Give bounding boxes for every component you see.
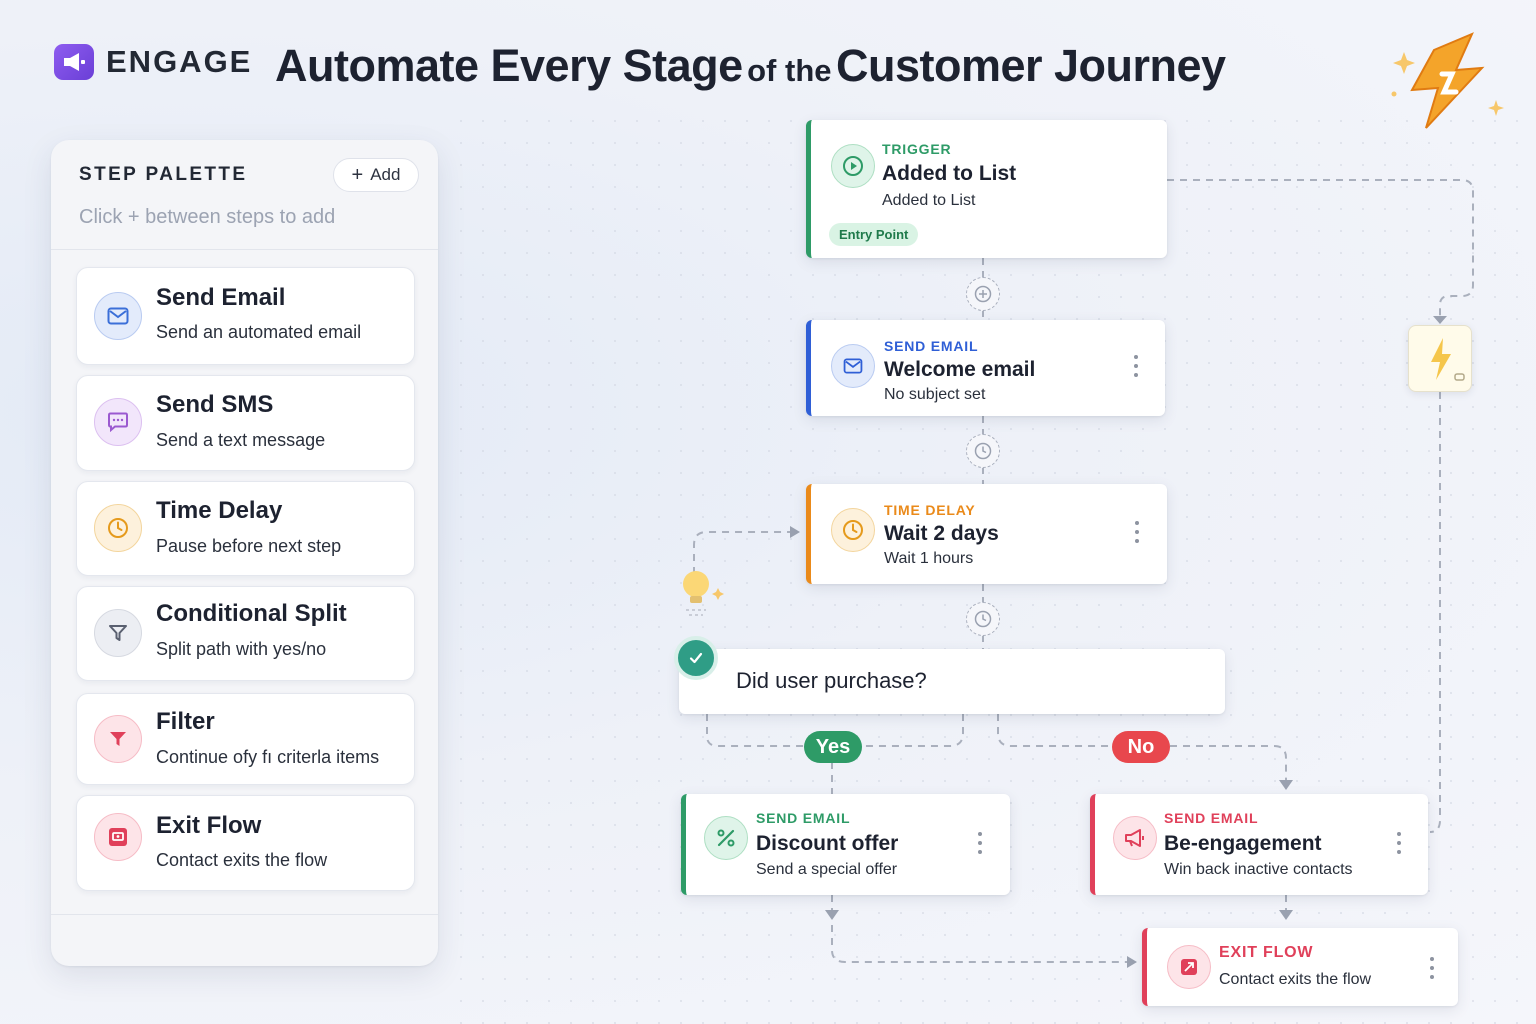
send-email-node-reengagement[interactable]: SEND EMAIL Be-engagement Win back inacti… (1090, 794, 1428, 895)
node-subtitle: Contact exits the flow (1219, 971, 1372, 988)
node-title: Added to List (882, 162, 1017, 185)
trigger-node[interactable]: TRIGGER Added to List Added to List Entr… (806, 120, 1167, 258)
lightning-icon (1431, 338, 1465, 381)
palette-item-title: Exit Flow (156, 812, 262, 839)
plus-circle-icon (974, 285, 992, 303)
palette-header: STEP PALETTE + Add Click + between steps… (51, 140, 438, 250)
node-title: Be-engagement (1164, 832, 1322, 855)
palette-item-title: Send SMS (156, 391, 274, 418)
exit-icon (1167, 945, 1211, 989)
palette-item-desc: Pause before next step (156, 536, 342, 556)
megaphone-icon (54, 44, 94, 80)
clock-icon (94, 504, 142, 552)
node-title: Discount offer (756, 832, 899, 855)
title-part-1: Automate Every Stage (275, 40, 743, 91)
palette-item-title: Send Email (156, 284, 286, 311)
node-kind: EXIT FLOW (1219, 944, 1314, 961)
clock-small-icon (974, 610, 992, 628)
add-step-plus-button[interactable] (966, 602, 1000, 636)
exit-flow-node[interactable]: EXIT FLOW Contact exits the flow (1142, 928, 1458, 1006)
title-part-2: of the (747, 53, 832, 88)
more-options-icon[interactable] (1128, 353, 1144, 379)
add-step-plus-button[interactable] (966, 434, 1000, 468)
more-options-icon[interactable] (972, 830, 988, 856)
step-palette: STEP PALETTE + Add Click + between steps… (51, 140, 438, 966)
node-subtitle: Send a special offer (756, 861, 898, 878)
palette-item-exit-flow[interactable]: Exit Flow Contact exits the flow (76, 795, 415, 891)
mail-icon (831, 344, 875, 388)
add-step-button[interactable]: + Add (333, 158, 419, 192)
node-subtitle: Wait 1 hours (884, 550, 974, 567)
palette-item-desc: Send an automated email (156, 322, 362, 342)
palette-item-desc: Send a text message (156, 430, 326, 450)
decision-question: Did user purchase? (736, 668, 927, 693)
palette-item-desc: Contact exits the flow (156, 850, 328, 870)
more-options-icon[interactable] (1391, 830, 1407, 856)
palette-title: STEP PALETTE (79, 164, 248, 185)
palette-item-title: Filter (156, 708, 215, 735)
side-trigger-button[interactable] (1408, 325, 1472, 392)
chat-icon (94, 398, 142, 446)
megaphone-icon (1113, 816, 1157, 860)
node-subtitle: Added to List (882, 192, 976, 209)
node-title: Wait 2 days (884, 522, 999, 545)
yes-branch-label[interactable]: Yes (804, 731, 862, 763)
node-subtitle: No subject set (884, 386, 986, 403)
entry-point-badge: Entry Point (829, 223, 919, 246)
clock-small-icon (974, 442, 992, 460)
palette-item-filter[interactable]: Filter Continue ofy fı criterla items (76, 693, 415, 785)
conditional-split-node[interactable]: Did user purchase? (679, 649, 1225, 714)
split-icon (94, 609, 142, 657)
brand-name: ENGAGE (106, 44, 253, 79)
more-options-icon[interactable] (1424, 955, 1440, 981)
exit-icon (94, 813, 142, 861)
plus-icon: + (351, 164, 364, 186)
node-kind: SEND EMAIL (756, 810, 851, 826)
node-subtitle: Win back inactive contacts (1164, 861, 1353, 878)
palette-item-title: Conditional Split (156, 600, 347, 627)
clock-icon (831, 508, 875, 552)
time-delay-node[interactable]: TIME DELAY Wait 2 days Wait 1 hours (806, 484, 1167, 584)
lightbulb-icon (683, 571, 724, 616)
node-kind: SEND EMAIL (884, 338, 979, 354)
no-branch-label[interactable]: No (1112, 731, 1170, 763)
palette-footer (51, 914, 438, 915)
page-title: Automate Every Stage of the Customer Jou… (275, 40, 1226, 92)
palette-item-desc: Split path with yes/no (156, 639, 327, 659)
discount-icon (704, 816, 748, 860)
palette-item-title: Time Delay (156, 497, 283, 524)
add-label: Add (370, 165, 401, 184)
node-kind: TIME DELAY (884, 502, 976, 518)
palette-item-time-delay[interactable]: Time Delay Pause before next step (76, 481, 415, 576)
node-kind: SEND EMAIL (1164, 810, 1259, 826)
filter-icon (94, 715, 142, 763)
node-title: Welcome email (884, 358, 1036, 381)
mail-icon (94, 292, 142, 340)
brand: ENGAGE (54, 44, 252, 80)
palette-item-send-email[interactable]: Send Email Send an automated email (76, 267, 415, 365)
checkmark-icon (674, 636, 718, 680)
palette-item-conditional-split[interactable]: Conditional Split Split path with yes/no (76, 586, 415, 681)
play-clock-icon (831, 144, 875, 188)
send-email-node-discount[interactable]: SEND EMAIL Discount offer Send a special… (681, 794, 1010, 895)
more-options-icon[interactable] (1129, 519, 1145, 545)
palette-item-send-sms[interactable]: Send SMS Send a text message (76, 375, 415, 471)
node-kind: TRIGGER (882, 141, 952, 157)
title-part-3: Customer Journey (835, 40, 1226, 91)
palette-hint: Click + between steps to add (79, 206, 336, 228)
send-email-node-welcome[interactable]: SEND EMAIL Welcome email No subject set (806, 320, 1165, 416)
palette-item-desc: Continue ofy fı criterla items (156, 747, 380, 767)
add-step-plus-button[interactable] (966, 277, 1000, 311)
lightning-decoration-icon (1391, 32, 1504, 129)
